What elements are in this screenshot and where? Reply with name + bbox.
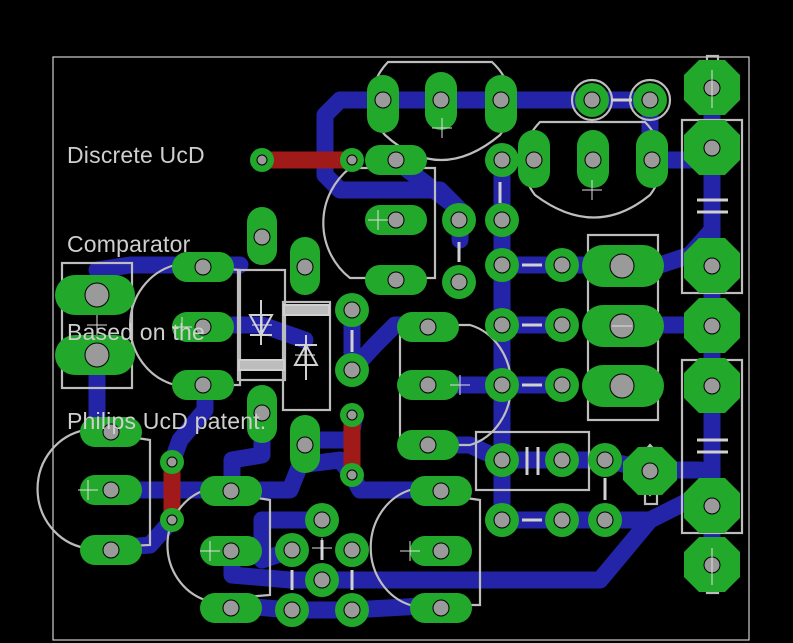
title-line-2: Comparator — [67, 230, 191, 257]
title-line-3: Based on the — [67, 319, 205, 345]
drill-holes — [84, 79, 721, 619]
title-line-4: Philips UcD patent. — [67, 407, 267, 434]
title-line-1: Discrete UcD — [67, 142, 205, 168]
origin-marks — [78, 70, 713, 585]
silk-marks — [290, 98, 728, 590]
board-outline — [52, 56, 750, 641]
board-title-text: Discrete UcD Comparator Based on the Phi… — [67, 82, 266, 466]
